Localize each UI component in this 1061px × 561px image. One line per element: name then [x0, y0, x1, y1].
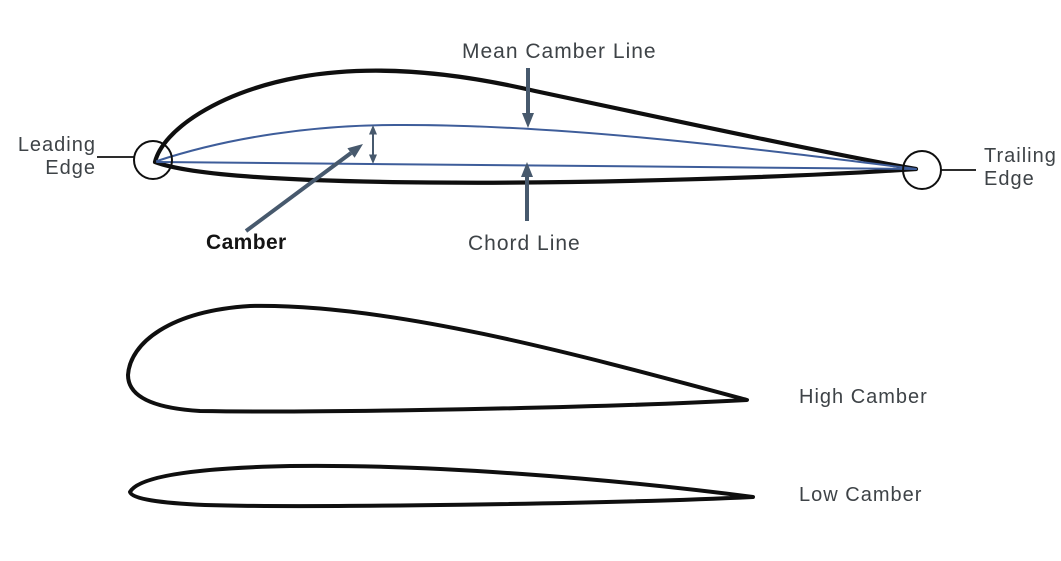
camber-label: Camber	[206, 231, 287, 254]
leading-edge-label-line1: Leading	[17, 134, 96, 156]
high-camber-label: High Camber	[799, 386, 928, 408]
trailing-edge-label-line1: Trailing	[984, 145, 1057, 167]
camber-arrow	[244, 144, 363, 233]
mean-camber-line	[156, 123, 917, 170]
airfoil-main-outline	[152, 68, 919, 185]
trailing-edge-label: Trailing Edge	[984, 145, 1057, 191]
chord-line-arrow	[521, 162, 533, 221]
mean-camber-arrow	[522, 68, 534, 128]
chord-line-label: Chord Line	[468, 232, 581, 255]
mean-camber-line-label: Mean Camber Line	[462, 40, 657, 63]
leading-edge-label: Leading Edge	[8, 134, 96, 180]
low-camber-label: Low Camber	[799, 484, 923, 506]
low-camber-airfoil	[128, 463, 755, 508]
leading-edge-label-line2: Edge	[45, 157, 96, 179]
high-camber-airfoil	[126, 303, 749, 414]
trailing-edge-label-line2: Edge	[984, 168, 1035, 190]
chord-line	[156, 161, 917, 170]
camber-double-arrow	[369, 125, 377, 164]
leading-edge-circle	[133, 140, 173, 180]
